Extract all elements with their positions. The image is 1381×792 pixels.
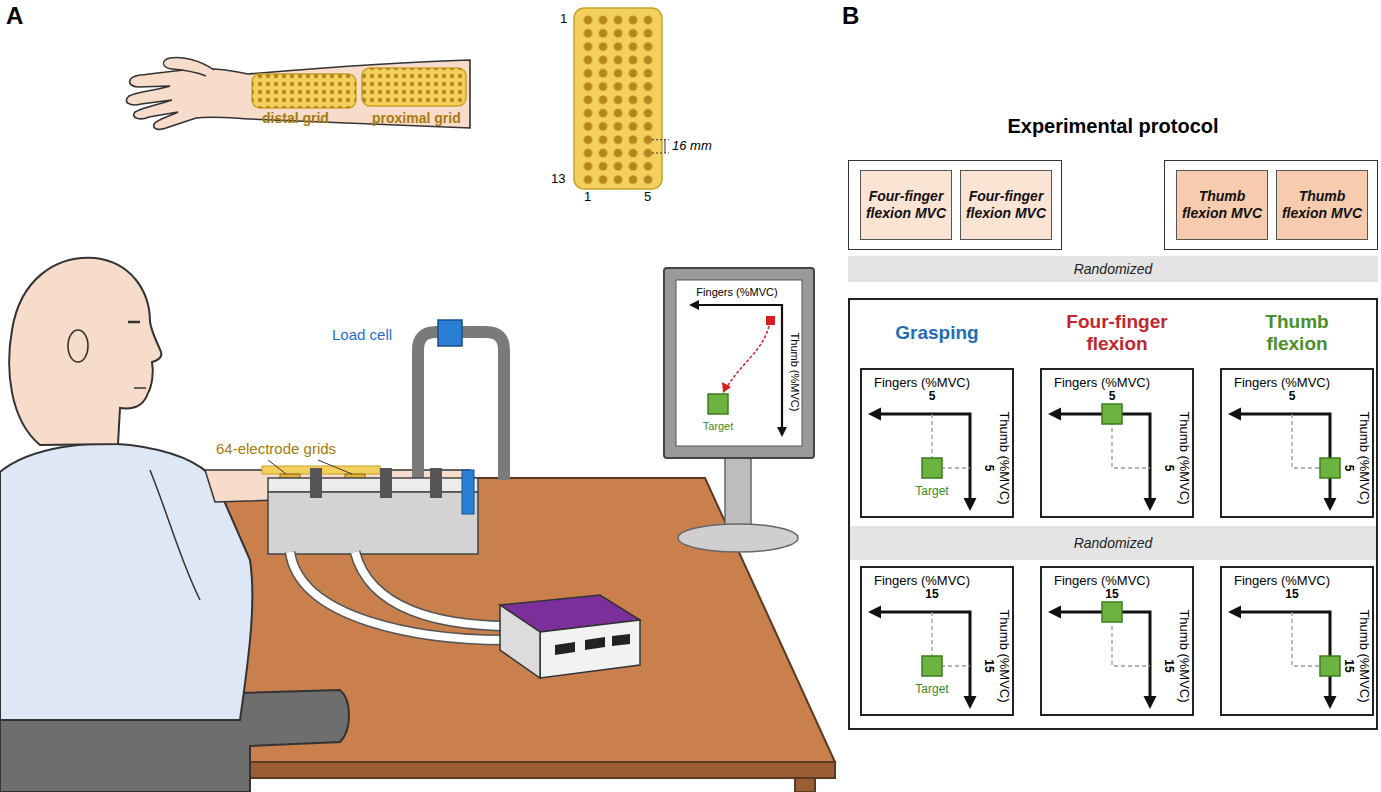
target-label: Target xyxy=(915,683,948,696)
band-text: Randomized xyxy=(1074,261,1153,277)
target-label: Target xyxy=(703,420,734,433)
target-plot: Fingers (%MVC)Thumb (%MVC)55Target xyxy=(860,368,1014,518)
tick-label: 5 xyxy=(1341,465,1354,472)
panel-heading: Experimental protocol xyxy=(1007,115,1218,138)
axis-label: Thumb (%MVC) xyxy=(789,333,802,412)
target-plot: Fingers (%MVC)Thumb (%MVC)1515 xyxy=(1220,566,1374,716)
axis-label: Thumb (%MVC) xyxy=(997,411,1011,504)
dimension: 16 mm xyxy=(672,139,712,154)
box-text: Four-finger flexion MVC xyxy=(865,188,947,222)
box-text: Thumb flexion MVC xyxy=(1181,188,1263,222)
row-number: 1 xyxy=(560,12,567,27)
target-plot: Fingers (%MVC)Thumb (%MVC)1515 xyxy=(1040,566,1194,716)
task-panel: Grasping Four-finger flexion Thumb flexion… xyxy=(848,298,1378,730)
mvc-box: Four-finger flexion MVC xyxy=(860,170,952,240)
mvc-box: Four-finger flexion MVC xyxy=(960,170,1052,240)
grid-name: proximal grid xyxy=(372,110,461,126)
tick-label: 5 xyxy=(1109,390,1116,403)
column-heading: Four-finger flexion xyxy=(1057,306,1177,360)
tick-label: 5 xyxy=(981,465,994,472)
column-number: 5 xyxy=(644,190,651,205)
randomized-band: Randomized xyxy=(848,256,1378,282)
axis-label: Fingers (%MVC) xyxy=(1054,574,1150,588)
axis-label: Fingers (%MVC) xyxy=(1234,376,1330,390)
part-name: 64-electrode grids xyxy=(216,440,336,457)
band-text: Randomized xyxy=(1074,535,1153,551)
tick-label: 5 xyxy=(1161,465,1174,472)
randomized-band: Randomized xyxy=(850,526,1376,560)
column-heading: Grasping xyxy=(877,306,997,360)
row-number: 13 xyxy=(551,172,565,187)
column-number: 1 xyxy=(584,190,591,205)
axis-label: Thumb (%MVC) xyxy=(997,609,1011,702)
tick-label: 15 xyxy=(1341,659,1354,672)
target-plot: Fingers (%MVC)Thumb (%MVC)55 xyxy=(1040,368,1194,518)
box-text: Four-finger flexion MVC xyxy=(965,188,1047,222)
target-plot: Fingers (%MVC)Thumb (%MVC)55 xyxy=(1220,368,1374,518)
tick-label: 15 xyxy=(1161,659,1174,672)
mvc-box: Thumb flexion MVC xyxy=(1276,170,1368,240)
column-heading: Thumb flexion xyxy=(1237,306,1357,360)
axis-label: Thumb (%MVC) xyxy=(1177,609,1191,702)
tick-label: 15 xyxy=(925,588,938,601)
axis-label: Fingers (%MVC) xyxy=(1054,376,1150,390)
axis-label: Thumb (%MVC) xyxy=(1177,411,1191,504)
part-name: Load cell xyxy=(332,326,392,343)
axis-label: Fingers (%MVC) xyxy=(696,286,777,299)
axis-label: Thumb (%MVC) xyxy=(1357,411,1371,504)
tick-label: 15 xyxy=(1285,588,1298,601)
axis-label: Fingers (%MVC) xyxy=(1234,574,1330,588)
axis-label: Fingers (%MVC) xyxy=(874,574,970,588)
panel-letter: A xyxy=(6,2,23,30)
box-text: Thumb flexion MVC xyxy=(1281,188,1363,222)
mvc-box: Thumb flexion MVC xyxy=(1176,170,1268,240)
tick-label: 5 xyxy=(929,390,936,403)
tick-label: 15 xyxy=(981,659,994,672)
tick-label: 5 xyxy=(1289,390,1296,403)
axis-label: Fingers (%MVC) xyxy=(874,376,970,390)
axis-label: Thumb (%MVC) xyxy=(1357,609,1371,702)
grid-name: distal grid xyxy=(262,110,329,126)
target-label: Target xyxy=(915,485,948,498)
tick-label: 15 xyxy=(1105,588,1118,601)
panel-letter: B xyxy=(842,2,859,30)
target-plot: Fingers (%MVC)Thumb (%MVC)1515Target xyxy=(860,566,1014,716)
